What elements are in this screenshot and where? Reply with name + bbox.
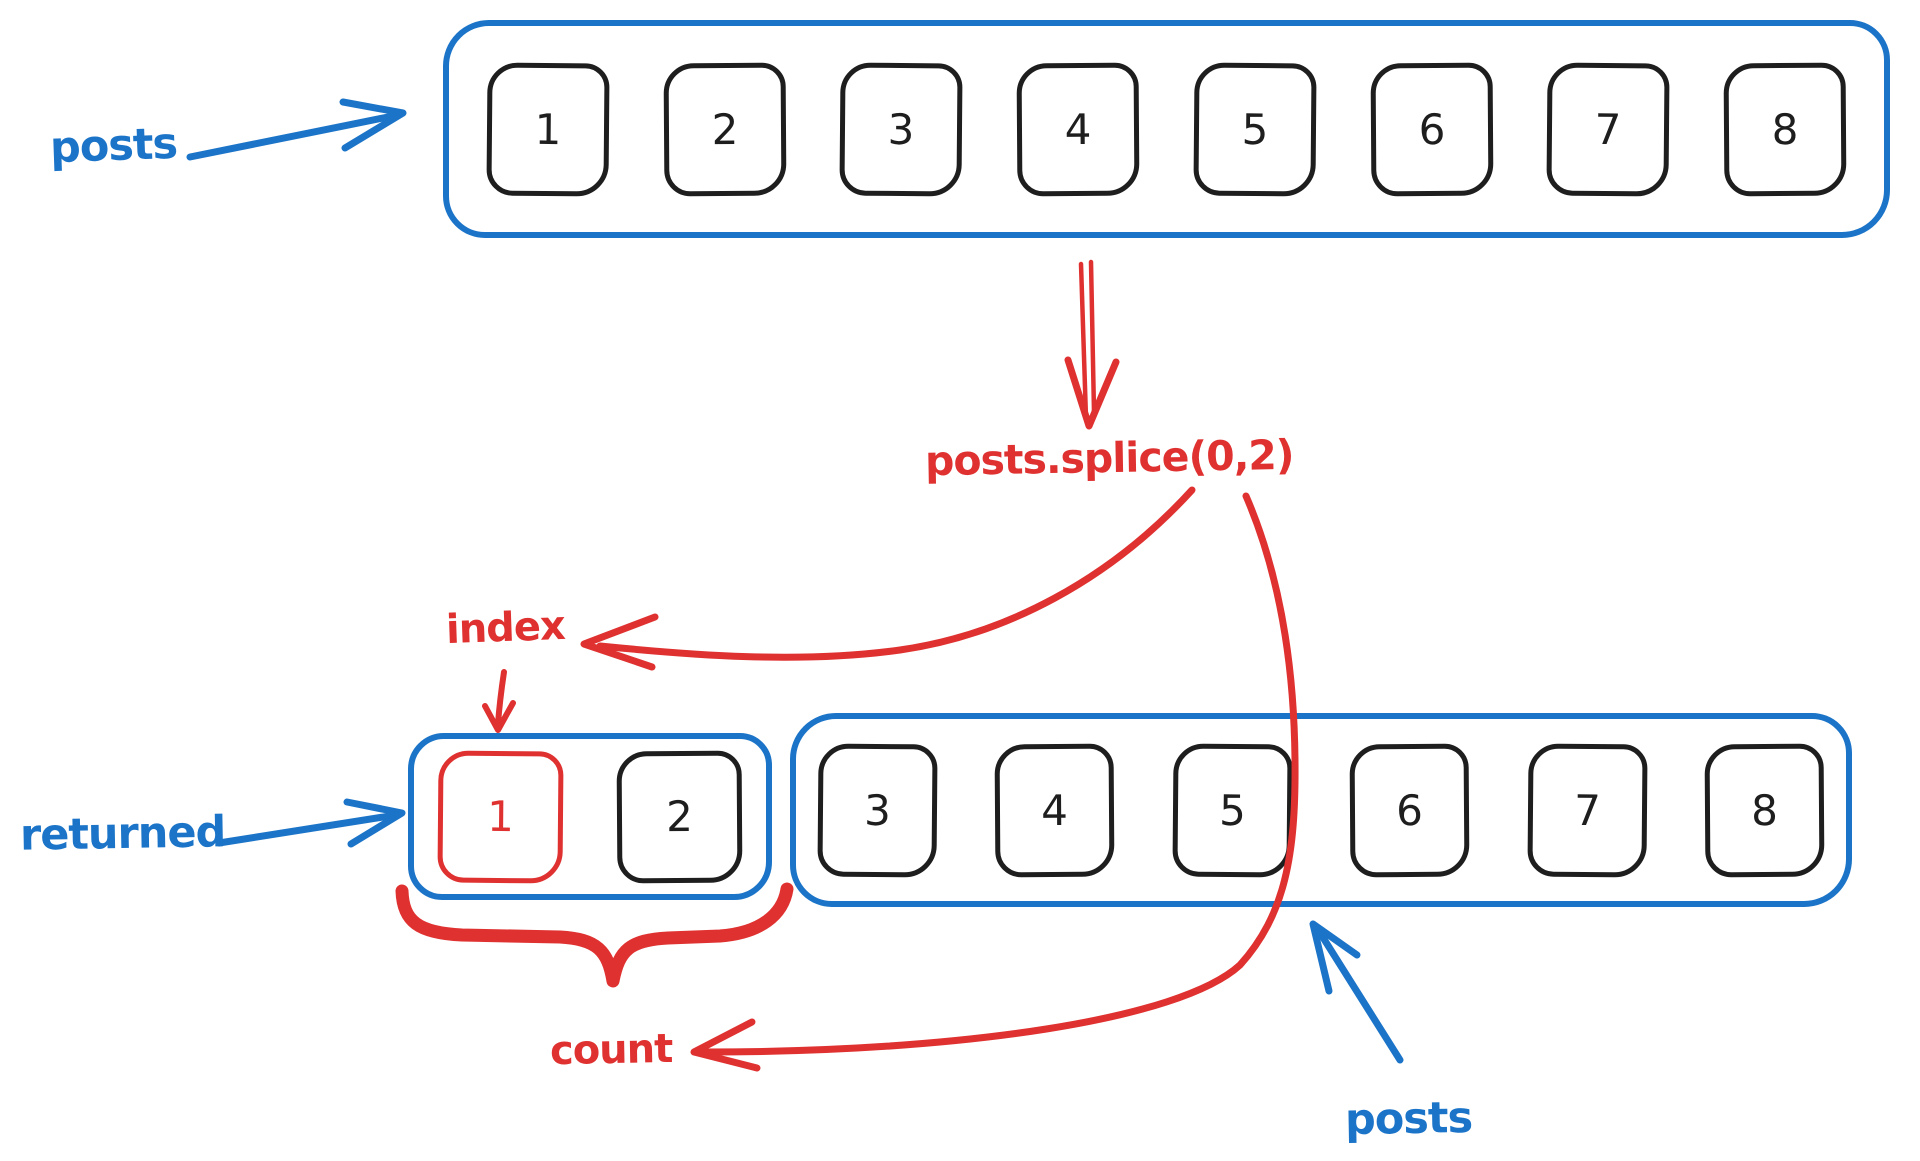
original-cell-8: 8 [1723, 62, 1847, 196]
index-arg-label: index [445, 602, 566, 654]
after-cell-3: 3 [817, 742, 938, 878]
posts-after-arrowhead [1309, 920, 1361, 995]
posts-original-arrow [186, 111, 402, 161]
posts-after-label: posts [1344, 1092, 1473, 1146]
splice-down-arrow-stem2 [1088, 259, 1097, 415]
after-cell-5: 5 [1172, 742, 1293, 878]
posts-original-label: posts [49, 118, 178, 174]
posts-original-arrowhead [339, 98, 407, 152]
index-to-cell-arrow [495, 669, 507, 727]
returned-array-label: returned [19, 807, 226, 861]
index-to-cell-arrowhead [482, 700, 516, 733]
after-cell-7: 7 [1526, 742, 1648, 878]
original-cell-6: 6 [1370, 62, 1493, 196]
returned-cell-1: 1 [437, 749, 564, 884]
count-arg-arrowhead [690, 1018, 761, 1072]
posts-after-arrow [1313, 924, 1404, 1064]
returned-arrow [215, 811, 400, 847]
original-cell-2: 2 [663, 62, 787, 196]
splice-down-arrowhead [1064, 356, 1120, 430]
returned-cell-2: 2 [616, 750, 743, 883]
index-arg-curve [596, 486, 1196, 661]
original-cell-3: 3 [839, 61, 963, 197]
after-cell-4: 4 [994, 743, 1115, 877]
returned-arrowhead [343, 798, 406, 848]
original-cell-4: 4 [1016, 62, 1140, 196]
after-cell-6: 6 [1349, 743, 1470, 877]
after-cell-8: 8 [1704, 743, 1825, 877]
index-arg-arrowhead [580, 613, 659, 671]
original-cell-5: 5 [1193, 61, 1317, 197]
splice-down-arrow-stem [1078, 261, 1089, 421]
count-arg-label: count [549, 1025, 673, 1075]
original-cell-1: 1 [486, 61, 610, 197]
returned-underbrace [395, 882, 794, 988]
splice-operation-label: posts.splice(0,2) [924, 430, 1294, 486]
original-cell-7: 7 [1546, 61, 1670, 197]
